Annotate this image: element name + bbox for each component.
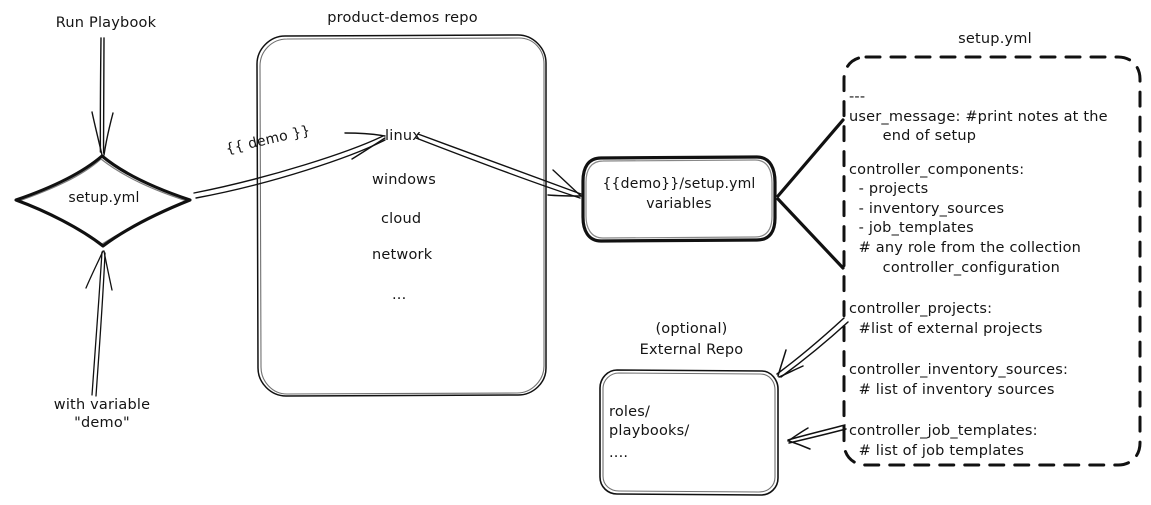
setup-yml-line-1: user_message: #print notes at the [849, 108, 1108, 125]
setup-yml-line-13 [849, 339, 1139, 361]
external-repo-item-ellipsis: .... [609, 445, 629, 461]
setup-yml-line-2: end of setup [849, 128, 977, 145]
with-variable-label-line1: with variable [53, 397, 151, 413]
start-diamond-label: setup.yml [68, 190, 140, 206]
with-variable-label-line2: "demo" [74, 415, 130, 431]
variables-node-shape [581, 155, 777, 243]
setupyml-to-variables-connectors [776, 118, 845, 270]
setup-yml-panel-shape [842, 55, 1142, 467]
variables-node-label-line1: {{demo}}/setup.yml [602, 176, 756, 192]
setup-yml-line-18: # list of job templates [849, 442, 1025, 459]
setup-yml-line-10 [849, 278, 1139, 300]
repo-item-ellipsis: ... [392, 287, 407, 303]
setup-yml-line-16 [849, 400, 1139, 422]
external-repo-title-line1: (optional) [655, 321, 728, 337]
controller-projects-to-external-repo-arrow [776, 317, 849, 378]
setup-yml-line-15: # list of inventory sources [849, 381, 1055, 398]
setup-yml-line-12: #list of external projects [849, 320, 1043, 337]
setup-yml-line-6: - inventory_sources [849, 200, 1005, 217]
repo-item-cloud: cloud [381, 211, 422, 227]
demo-edge-arrow [193, 132, 386, 199]
external-repo-box [599, 369, 779, 496]
repo-item-network: network [372, 247, 433, 263]
setup-yml-line-9: controller_configuration [849, 259, 1061, 276]
start-diamond-shape [14, 154, 192, 248]
external-repo-item-playbooks: playbooks/ [609, 423, 690, 439]
setup-yml-line-14: controller_inventory_sources: [849, 362, 1069, 379]
start-diamond-shape-sketch [17, 158, 189, 245]
external-repo-item-roles: roles/ [609, 404, 651, 420]
setup-yml-line-3 [849, 147, 1139, 161]
external-repo-box-sketch [602, 372, 776, 493]
setup-yml-line-7: - job_templates [849, 220, 974, 237]
setup-yml-line-0: --- [849, 89, 866, 105]
variables-node-label-line2: variables [646, 196, 712, 212]
with-variable-arrow [85, 250, 113, 397]
setup-yml-line-4: controller_components: [849, 161, 1025, 178]
setup-yml-line-17: controller_job_templates: [849, 423, 1038, 440]
external-repo-title-line2: External Repo [639, 342, 744, 358]
setup-yml-line-5: - projects [849, 181, 929, 198]
setup-yml-line-8: # any role from the collection [849, 239, 1082, 256]
product-demos-repo-title: product-demos repo [327, 10, 478, 26]
variables-node-shape-sketch [585, 159, 773, 239]
run-playbook-label: Run Playbook [55, 15, 157, 31]
product-demos-repo-box [256, 34, 547, 397]
setup-yml-code-block: --- user_message: #print notes at the en… [849, 88, 1139, 461]
setup-yml-line-11: controller_projects: [849, 301, 993, 318]
run-playbook-arrow [91, 37, 114, 156]
repo-item-linux: linux [385, 128, 422, 144]
setup-yml-panel-title: setup.yml [958, 31, 1032, 47]
controller-job-templates-to-external-repo-arrow [787, 424, 847, 450]
product-demos-repo-box-sketch [259, 37, 545, 395]
linux-to-variables-arrow [415, 133, 582, 199]
repo-item-windows: windows [372, 172, 436, 188]
